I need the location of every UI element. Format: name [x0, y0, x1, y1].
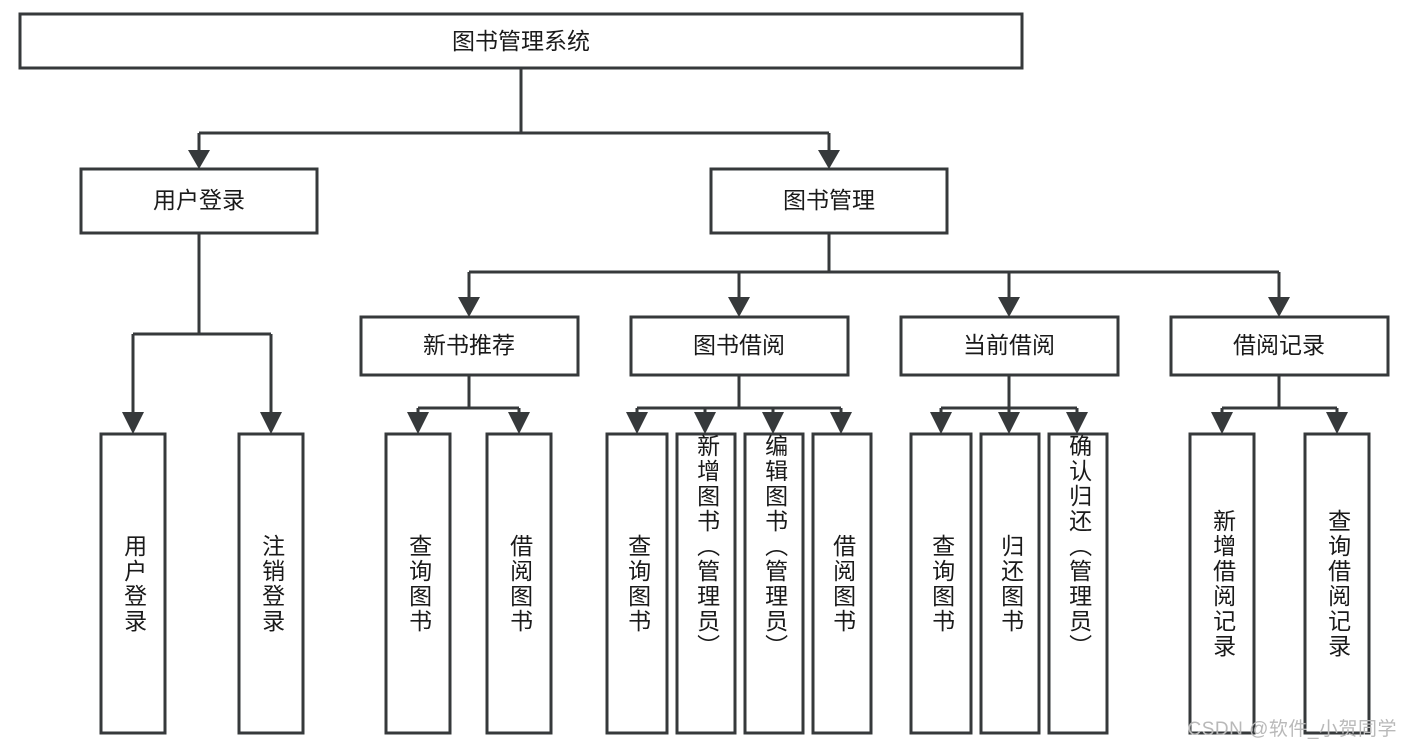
arrow-to-new-book-recommend: [458, 297, 480, 317]
node-new-book-recommend-label: 新书推荐: [423, 332, 515, 358]
node-book-borrow[interactable]: [629, 315, 850, 377]
node-user-login-label: 用户登录: [153, 187, 245, 213]
arrow-user-login-leaf-2: [260, 412, 282, 434]
arrow-current-borrow-leaf-3: [1066, 412, 1088, 434]
arrow-root-to-book-manage: [818, 150, 840, 169]
arrow-to-current-borrow: [998, 297, 1020, 317]
node-new-book-recommend[interactable]: [359, 315, 580, 377]
node-current-borrow[interactable]: [899, 315, 1120, 377]
leaf-new-book-2[interactable]: [485, 432, 553, 735]
leaf-user-login-2[interactable]: [237, 432, 305, 735]
arrow-book-borrow-leaf-2: [694, 412, 716, 434]
arrow-to-borrow-record: [1268, 297, 1290, 317]
leaf-current-borrow-2[interactable]: [979, 432, 1041, 735]
csdn-watermark: CSDN @软件_小贺同学: [1187, 719, 1397, 740]
node-book-manage-label: 图书管理: [783, 187, 875, 213]
node-root-label: 图书管理系统: [452, 28, 590, 54]
leaf-book-borrow-1[interactable]: [605, 432, 669, 735]
arrow-current-borrow-leaf-2: [998, 412, 1020, 434]
node-borrow-record-label: 借阅记录: [1233, 332, 1325, 358]
arrow-new-book-leaf-2: [508, 412, 530, 434]
leaf-new-book-1[interactable]: [384, 432, 452, 735]
arrow-current-borrow-leaf-1: [930, 412, 952, 434]
node-current-borrow-label: 当前借阅: [963, 332, 1055, 358]
arrow-book-borrow-leaf-1: [626, 412, 648, 434]
node-root[interactable]: [18, 12, 1024, 70]
edges-group: [122, 68, 1348, 434]
arrow-root-to-user-login: [188, 150, 210, 169]
leaf-borrow-record-2[interactable]: [1303, 432, 1371, 735]
node-borrow-record[interactable]: [1169, 315, 1390, 377]
arrow-new-book-leaf-1: [407, 412, 429, 434]
arrow-to-book-borrow: [728, 297, 750, 317]
node-user-login[interactable]: [79, 167, 319, 235]
nodes-group: 图书管理系统 用户登录 图书管理 新书推荐 图书借阅 当前借阅 借阅记录: [18, 12, 1390, 735]
leaf-book-borrow-4[interactable]: [811, 432, 873, 735]
arrow-borrow-record-leaf-2: [1326, 412, 1348, 434]
node-book-borrow-label: 图书借阅: [693, 332, 785, 358]
arrow-book-borrow-leaf-3: [762, 412, 784, 434]
leaf-current-borrow-1[interactable]: [909, 432, 973, 735]
arrow-book-borrow-leaf-4: [830, 412, 852, 434]
leaf-current-borrow-3[interactable]: [1047, 432, 1109, 735]
node-book-manage[interactable]: [709, 167, 949, 235]
arrow-user-login-leaf-1: [122, 412, 144, 434]
leaf-user-login-1[interactable]: [99, 432, 167, 735]
leaf-book-borrow-2[interactable]: [675, 432, 737, 735]
leaf-book-borrow-3[interactable]: [743, 432, 805, 735]
arrow-borrow-record-leaf-1: [1211, 412, 1233, 434]
leaf-borrow-record-1[interactable]: [1188, 432, 1256, 735]
